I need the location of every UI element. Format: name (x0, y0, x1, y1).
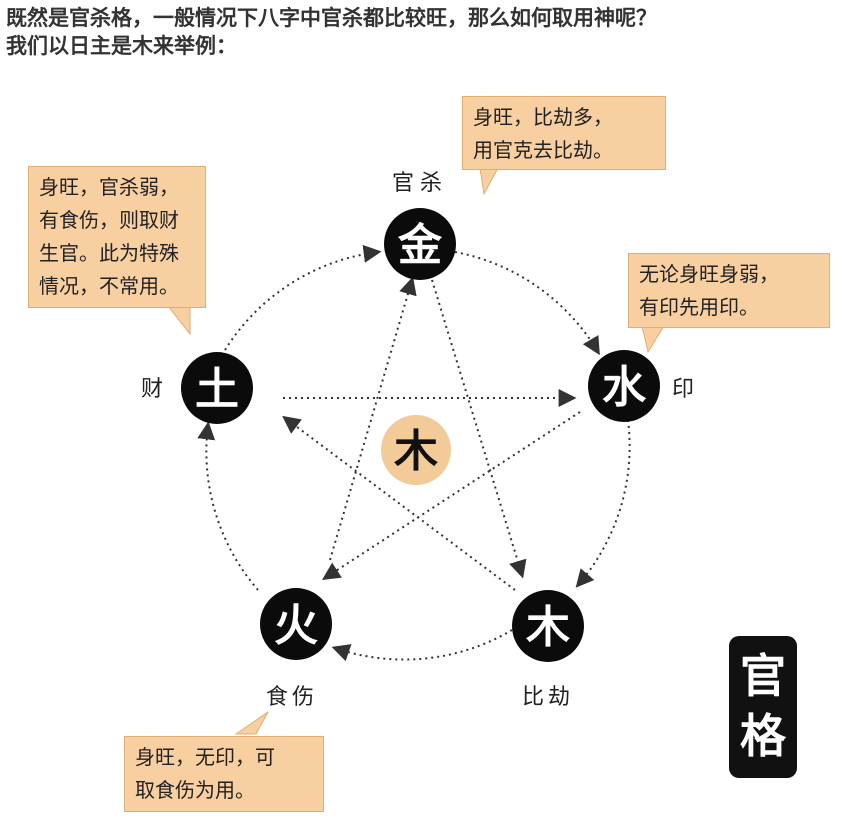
intro-line-2: 我们以日主是木来举例： (6, 34, 237, 58)
node-metal: 金 官杀 (384, 171, 456, 280)
node-fire: 火 食伤 (260, 588, 332, 710)
node-metal-label: 官杀 (392, 171, 448, 196)
callout-bottom-tail (234, 711, 269, 735)
callout-right: 无论身旺身弱， 有印先用印。 (628, 253, 830, 328)
cycle-arc-wood-fire (331, 629, 513, 662)
node-center-wood: 木 (381, 415, 451, 485)
node-earth-label: 财 (141, 377, 163, 402)
intro-text: 既然是官杀格，一般情况下八字中官杀都比较旺，那么如何取用神呢？ 我们以日主是木来… (6, 4, 657, 60)
callout-right-tail (641, 325, 665, 354)
callout-bottom: 身旺，无印，可 取食伤为用。 (124, 736, 324, 812)
node-metal-glyph: 金 (397, 220, 443, 271)
node-fire-label: 食伤 (266, 685, 318, 710)
node-water-glyph: 水 (602, 362, 647, 413)
node-earth-glyph: 土 (195, 364, 239, 415)
cycle-arc-water-wood (575, 419, 631, 588)
badge-char-2: 格 (740, 709, 786, 763)
cycle-arc-metal-water (454, 251, 600, 356)
cycle-arc-earth-metal (224, 244, 382, 351)
guan-ge-badge: 官 格 (729, 636, 797, 778)
star-line-metal-wood (431, 279, 527, 579)
callout-top-right-tail (479, 167, 499, 196)
star-line-water-fire (321, 411, 581, 580)
node-water-label: 印 (672, 377, 694, 402)
node-wood: 木 比劫 (512, 590, 584, 710)
node-wood-label: 比劫 (522, 685, 574, 710)
node-earth: 土 财 (141, 352, 253, 424)
cycle-arc-fire-earth (197, 421, 259, 591)
node-wood-glyph: 木 (526, 602, 570, 653)
callout-top-left-tail (166, 305, 191, 336)
callout-top-left: 身旺，官杀弱， 有食伤，则取财 生官。此为特殊 情况，不常用。 (28, 166, 206, 308)
node-fire-glyph: 火 (274, 600, 318, 651)
callout-top-right: 身旺，比劫多， 用官克去比劫。 (462, 96, 666, 170)
intro-line-1: 既然是官杀格，一般情况下八字中官杀都比较旺，那么如何取用神呢？ (6, 6, 657, 30)
badge-char-1: 官 (740, 649, 786, 703)
node-water: 水 印 (588, 350, 694, 422)
node-center-glyph: 木 (394, 426, 438, 477)
star-line-fire-metal (329, 276, 417, 561)
